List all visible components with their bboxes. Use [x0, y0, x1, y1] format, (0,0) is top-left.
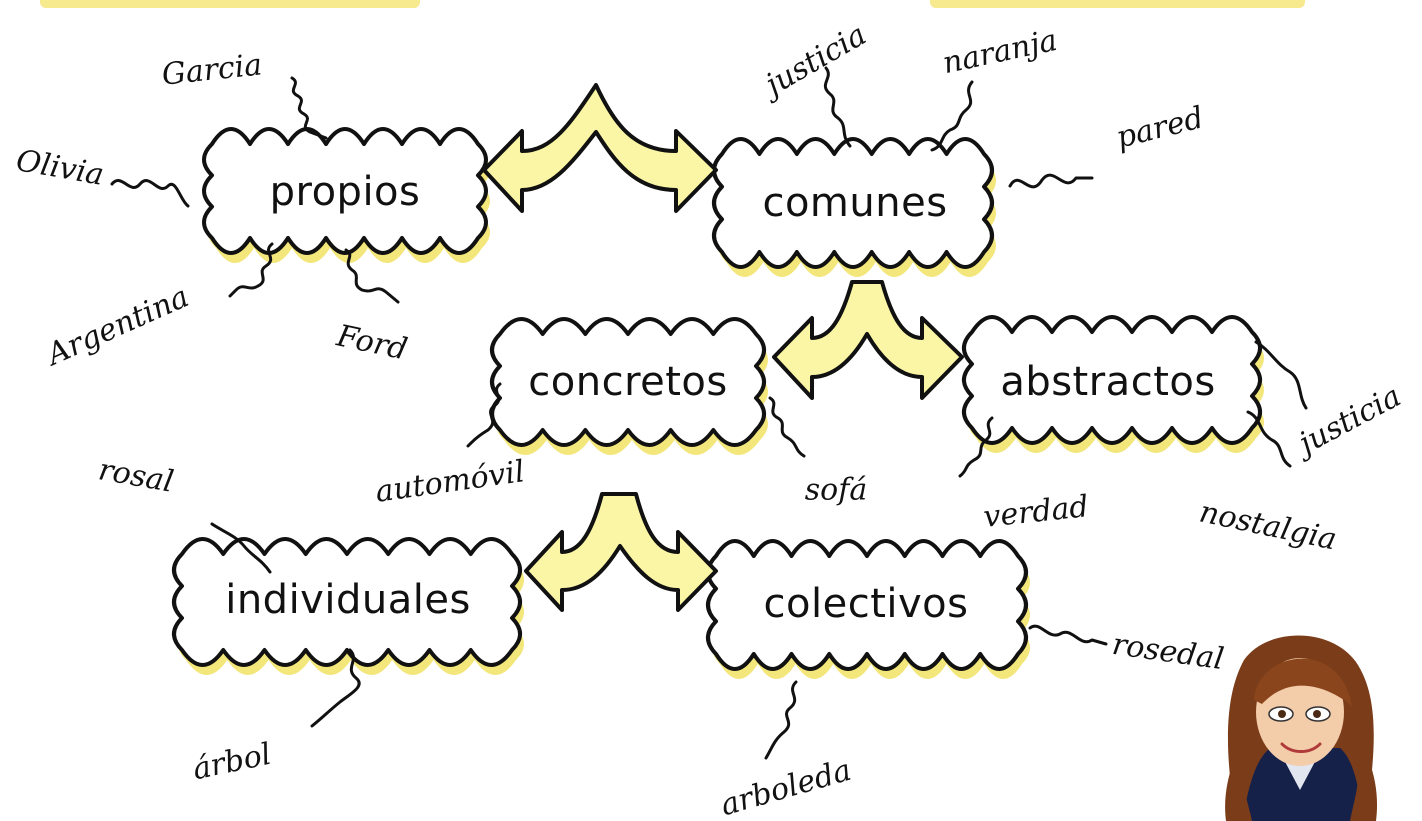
connector-garcia [290, 76, 328, 140]
cloud-abstractos [962, 315, 1264, 453]
connector-justicia-top [823, 66, 852, 148]
cloud-outline [172, 537, 522, 667]
connector-argentina [228, 242, 274, 298]
connectors [110, 66, 1308, 760]
connector-arboleda [764, 680, 798, 760]
cloud-concretos-label: concretos [528, 359, 728, 405]
connector-ford [344, 248, 400, 304]
cloud-colectivos-label: colectivos [763, 581, 969, 627]
arrow-individuales-colectivos [524, 492, 718, 612]
connector-rosal [210, 522, 272, 574]
clouds-layer [172, 127, 1264, 679]
arrow-propios-comunes [482, 83, 718, 213]
top-bar-left [40, 0, 420, 8]
connector-olivia [110, 179, 190, 208]
cloud-concretos [490, 317, 768, 455]
connector-rosedal [1028, 624, 1108, 646]
cloud-outline [712, 137, 994, 269]
connector-sofa [768, 396, 806, 458]
cloud-outline [202, 127, 488, 255]
cloud-comunes [712, 137, 996, 277]
connector-arbol [310, 648, 361, 728]
cloud-abstractos-label: abstractos [1000, 359, 1216, 405]
cloud-propios [202, 127, 490, 263]
teacher-avatar-icon [1225, 635, 1378, 821]
arrow-concretos-abstractos [772, 280, 964, 400]
connector-nostalgia [1246, 410, 1292, 468]
connector-automovil [466, 382, 502, 448]
connector-abstractos-left [958, 416, 994, 478]
connector-pared [1008, 173, 1094, 189]
cloud-individuales [172, 537, 524, 675]
word-sofa: sofá [804, 472, 868, 508]
connector-justicia-right [1254, 340, 1308, 410]
top-bar-right [930, 0, 1305, 8]
cloud-outline [706, 539, 1028, 671]
cloud-individuales-label: individuales [225, 577, 471, 623]
cloud-colectivos [706, 539, 1030, 679]
cloud-outline [490, 317, 766, 447]
connector-naranja [930, 80, 974, 152]
cloud-comunes-label: comunes [762, 180, 948, 226]
cloud-propios-label: propios [269, 169, 421, 215]
